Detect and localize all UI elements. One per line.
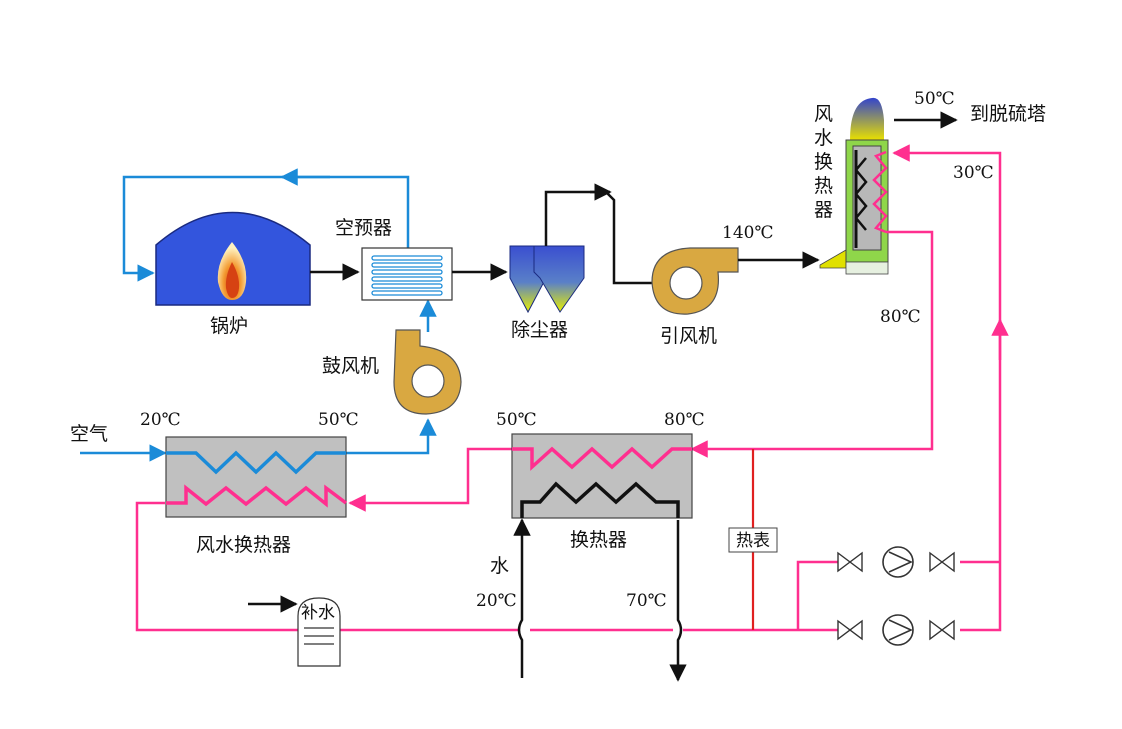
tower-label-char-3: 热: [814, 175, 833, 197]
preheater-tube: [371, 262, 443, 268]
dust-collector-label: 除尘器: [511, 319, 568, 341]
flue-gas-tower: [819, 97, 889, 275]
tower-label: 风 水 换 热 器: [814, 103, 833, 221]
heat-meter: 热表: [728, 527, 778, 553]
heat-meter-label: 热表: [736, 531, 770, 551]
preheater-tube: [371, 276, 443, 282]
temp-140: 140℃: [722, 223, 773, 243]
makeup-water-label: 补水: [301, 603, 335, 623]
valve-icon: [929, 619, 955, 641]
pump-arrow-icon: [888, 619, 913, 641]
boiler-label: 锅炉: [210, 315, 248, 337]
pump-icon: [882, 546, 914, 578]
preheater-tube: [371, 269, 443, 275]
water-heat-exchanger: [511, 433, 693, 519]
water-label: 水: [490, 555, 509, 577]
air-to-fan-line: [345, 299, 437, 455]
air-water-hx-label: 风水换热器: [196, 534, 291, 556]
forced-fan: [393, 329, 462, 415]
temp-flue-out: 50℃: [914, 89, 955, 109]
preheater-tube: [371, 255, 443, 261]
forced-fan-label: 鼓风机: [322, 355, 379, 377]
preheater-tube: [371, 290, 443, 296]
air-label: 空气: [70, 423, 108, 445]
air-water-heat-exchanger: [165, 436, 348, 518]
heat-exchanger-label: 换热器: [570, 529, 627, 551]
temp-air-in: 20℃: [140, 410, 181, 430]
tower-label-char-1: 水: [814, 127, 833, 149]
temp-return-30: 30℃: [953, 163, 994, 183]
dust-collector: [509, 245, 585, 314]
boiler: [155, 211, 311, 306]
temp-air-out: 50℃: [318, 410, 359, 430]
tower-coil-pink: [872, 150, 888, 234]
valve-icon: [837, 619, 863, 641]
valve-icon: [837, 551, 863, 573]
preheater-tube: [371, 283, 443, 289]
tower-label-char-4: 器: [814, 199, 833, 221]
tower-label-char-0: 风: [814, 103, 833, 125]
pump-sets: [837, 546, 960, 646]
valve-icon: [929, 551, 955, 573]
temp-hx-left: 50℃: [496, 410, 537, 430]
temp-supply-80: 80℃: [880, 307, 921, 327]
temp-hx-right: 80℃: [664, 410, 705, 430]
induced-fan-label: 引风机: [660, 325, 717, 347]
air-preheater-label: 空预器: [335, 217, 392, 239]
makeup-water-tank: 补水: [297, 597, 341, 667]
temp-water-in: 20℃: [476, 591, 517, 611]
air-preheater: [361, 247, 453, 301]
tower-label-char-2: 换: [814, 151, 833, 173]
water-lines: [513, 518, 687, 682]
induced-fan: [651, 247, 739, 315]
air-recirculation-line: [122, 168, 410, 282]
to-desulfurization-label: 到脱硫塔: [970, 103, 1046, 125]
pump-arrow-icon: [888, 551, 913, 573]
temp-water-out: 70℃: [626, 591, 667, 611]
pump-icon: [882, 614, 914, 646]
